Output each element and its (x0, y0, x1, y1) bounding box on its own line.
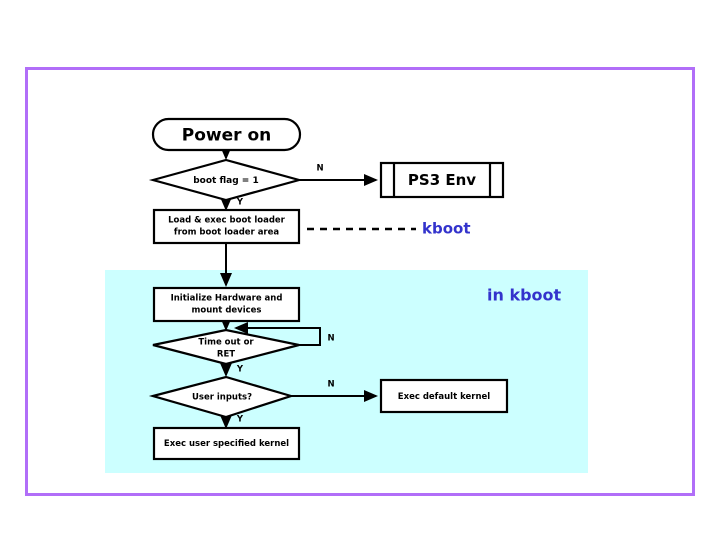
node-initialize-hardware-line1: Initialize Hardware and (171, 294, 283, 304)
branch-label-user-inputs-no: N (327, 380, 334, 390)
node-power-on: Power on (151, 117, 302, 152)
branch-label-user-inputs-yes: Y (236, 415, 244, 425)
node-exec-default-kernel: Exec default kernel (379, 378, 509, 414)
node-timeout-line1: Time out or (198, 338, 254, 348)
node-exec-default-kernel-label: Exec default kernel (398, 392, 491, 402)
node-user-inputs-label: User inputs? (192, 393, 252, 403)
branch-label-boot-flag-yes: Y (236, 198, 244, 208)
node-exec-user-specified-kernel-label: Exec user specified kernel (164, 439, 289, 449)
branch-label-timeout-no: N (327, 334, 334, 344)
node-boot-flag-decision: boot flag = 1 (148, 158, 304, 202)
node-timeout-line2: RET (217, 350, 235, 360)
node-ps3-env: PS3 Env (379, 161, 505, 199)
node-user-inputs-decision: User inputs? (148, 375, 295, 419)
node-load-exec-line1: Load & exec boot loader (168, 216, 286, 226)
node-boot-flag-label: boot flag = 1 (193, 176, 259, 186)
annotation-in-kboot: in kboot (487, 286, 562, 305)
node-exec-user-specified-kernel: Exec user specified kernel (152, 426, 301, 461)
node-ps3-env-label: PS3 Env (408, 171, 476, 189)
annotation-kboot: kboot (422, 220, 471, 238)
slide-border-frame (25, 67, 695, 496)
node-timeout-ret-decision: Time out or RET (152, 328, 300, 366)
node-initialize-hardware-line2: mount devices (192, 306, 262, 316)
branch-label-boot-flag-no: N (316, 164, 323, 174)
node-initialize-hardware: Initialize Hardware and mount devices (152, 286, 301, 323)
node-load-exec-boot-loader: Load & exec boot loader from boot loader… (152, 208, 301, 245)
branch-label-timeout-yes: Y (236, 365, 244, 375)
node-power-on-label: Power on (182, 126, 271, 146)
connector-timeout-no-loopback (234, 322, 321, 346)
node-load-exec-line2: from boot loader area (174, 228, 280, 238)
